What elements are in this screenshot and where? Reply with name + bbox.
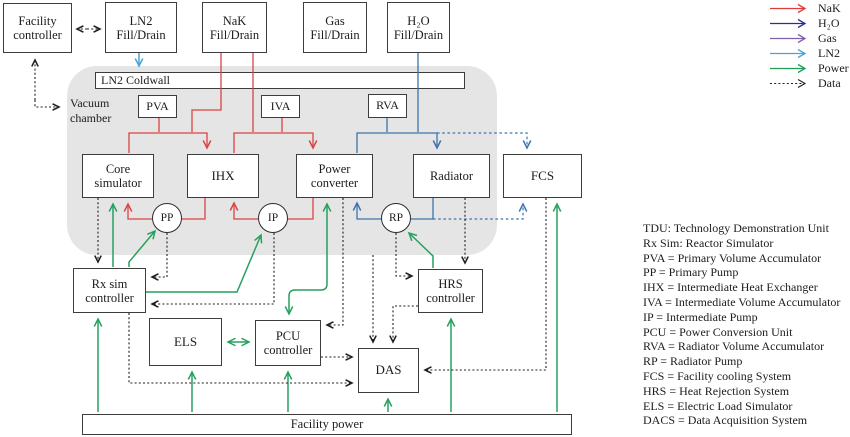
power-arrow-icon (770, 63, 807, 74)
nak-fill-drain-label: NaK Fill/Drain (209, 13, 260, 42)
flow-legend: NaK H₂O Gas LN2 Power (768, 1, 849, 91)
abbrev-tdu: TDU: Technology Demonstration Unit (643, 221, 829, 235)
els-box: ELS (149, 318, 222, 366)
abbrev-pcu: PCU = Power Conversion Unit (643, 324, 793, 339)
core-simulator-label: Core simulator (94, 162, 142, 190)
abbrev-dacs: DACS = Data Acquisition System (643, 413, 808, 428)
hrs-to-das-data (389, 305, 418, 344)
das-box: DAS (358, 348, 419, 393)
facility-controller-box: Facility controller (3, 3, 72, 53)
abbrev-fcs: FCS = Facility cooling System (643, 368, 792, 383)
pva-label: PVA (146, 98, 169, 113)
intermediate-pump-circle: IP (258, 203, 288, 233)
power-converter-to-pcu (284, 289, 308, 316)
legend-label-power: Power (818, 61, 849, 75)
legend-label-gas: Gas (818, 31, 837, 45)
gas-fill-drain-label: Gas Fill/Drain (310, 13, 360, 42)
hrs-controller-box: HRS controller (418, 269, 483, 313)
facility-controller-to-chamber (34, 100, 61, 111)
legend-label-nak: NaK (818, 1, 841, 15)
ip-label: IP (267, 212, 279, 224)
legend-label-h2o: H₂O (818, 16, 840, 30)
fcs-label: FCS (530, 167, 555, 183)
abbrev-els: ELS = Electric Load Simulator (643, 398, 793, 413)
power-converter-box: Power converter (296, 154, 373, 198)
rx-sim-controller-box: Rx sim controller (73, 268, 146, 313)
legend-row-nak: NaK (768, 1, 849, 16)
ln2-fill-drain-label: LN2 Fill/Drain (116, 13, 166, 42)
rp-label: RP (388, 212, 404, 224)
gas-arrow-icon (770, 33, 807, 44)
radiator-label: Radiator (429, 169, 474, 183)
pva-box: PVA (138, 95, 177, 118)
pcu-controller-label: PCU controller (263, 329, 313, 357)
ihx-box: IHX (187, 154, 259, 198)
legend-row-power: Power (768, 61, 849, 76)
ln2-coldwall-bar: LN2 Coldwall (95, 72, 465, 89)
abbrev-rva: RVA = Radiator Volume Accumulator (643, 339, 825, 354)
h2o-arrow-icon (770, 18, 807, 29)
abbrev-iva: IVA = Intermediate Volume Accumulator (643, 294, 841, 309)
legend-row-h2o: H₂O (768, 16, 849, 31)
ln2-coldwall-label: LN2 Coldwall (101, 73, 170, 87)
abbrev-hrs: HRS = Heat Rejection System (643, 383, 790, 398)
fcs-box: FCS (503, 154, 582, 198)
els-label: ELS (173, 333, 198, 349)
abbrev-pva: PVA = Primary Volume Accumulator (643, 250, 822, 265)
iva-box: IVA (261, 95, 300, 118)
abbrev-ip: IP = Intermediate Pump (643, 309, 758, 324)
abbrev-rp: RP = Radiator Pump (643, 354, 743, 369)
facility-controller-label: Facility controller (13, 14, 62, 42)
legend-label-ln2: LN2 (818, 46, 840, 60)
pcu-controller-box: PCU controller (255, 320, 321, 366)
legend-row-ln2: LN2 (768, 46, 849, 61)
gas-fill-drain-box: Gas Fill/Drain (303, 2, 367, 53)
legend-label-data: Data (818, 76, 841, 90)
primary-pump-circle: PP (152, 203, 182, 233)
abbrev-pp: PP = Primary Pump (643, 265, 739, 280)
h2o-fill-drain-label: H₂O Fill/Drain (393, 13, 444, 42)
core-simulator-box: Core simulator (82, 154, 154, 198)
radiator-box: Radiator (413, 154, 490, 198)
hrs-controller-label: HRS controller (426, 277, 475, 305)
rva-box: RVA (368, 94, 407, 118)
das-label: DAS (375, 362, 402, 378)
h2o-fill-drain-box: H₂O Fill/Drain (387, 2, 450, 53)
legend-row-gas: Gas (768, 31, 849, 46)
abbreviation-key: TDU: Technology Demonstration Unit Rx Si… (643, 221, 840, 428)
radiator-pump-circle: RP (381, 203, 411, 233)
nak-fill-drain-box: NaK Fill/Drain (202, 2, 267, 53)
abbrev-rx-sim: Rx Sim: Reactor Simulator (643, 235, 774, 250)
ln2-fill-drain-box: LN2 Fill/Drain (105, 2, 177, 53)
rva-label: RVA (376, 98, 399, 113)
ln2-arrow-icon (770, 48, 807, 59)
legend-row-data: Data (768, 76, 849, 91)
ihx-label: IHX (211, 167, 235, 183)
facility-power-label: Facility power (290, 417, 364, 431)
vacuum-chamber-label: Vacuum chamber (70, 96, 112, 125)
abbrev-ihx: IHX = Intermediate Heat Exchanger (643, 280, 818, 295)
facility-power-bar: Facility power (82, 414, 572, 435)
data-arrow-icon (770, 79, 807, 88)
power-converter-label: Power converter (310, 162, 359, 190)
nak-arrow-icon (770, 3, 807, 14)
rx-sim-controller-label: Rx sim controller (85, 276, 134, 305)
iva-label: IVA (270, 98, 291, 113)
pp-label: PP (160, 212, 174, 224)
